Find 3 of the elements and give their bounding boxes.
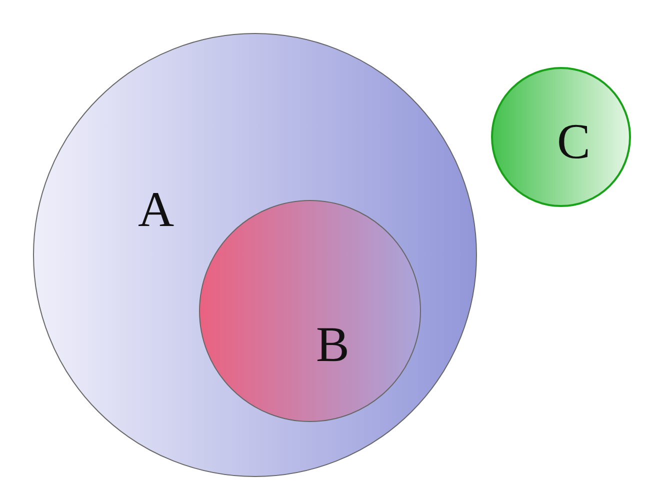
set-label: C: [557, 116, 590, 166]
set-label: B: [316, 319, 350, 369]
set-label: A: [138, 184, 174, 234]
